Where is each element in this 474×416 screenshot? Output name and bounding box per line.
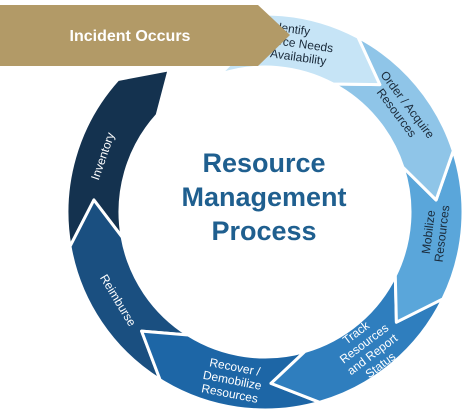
title-line-3: Process <box>211 216 316 246</box>
cycle-step-3-text: MobilizeResources <box>418 203 452 263</box>
cycle-step-3-label: MobilizeResources <box>418 203 453 263</box>
cycle-step-4-segment <box>269 274 445 404</box>
incident-occurs-banner: Incident Occurs <box>0 5 290 66</box>
cycle-step-3-line-2: Resources <box>432 204 453 263</box>
cycle-step-6-segment <box>68 198 190 382</box>
cycle-step-5-segment <box>140 329 322 412</box>
cycle-step-3-segment <box>393 149 465 324</box>
cycle-step-2-segment <box>331 35 455 202</box>
incident-occurs-label: Incident Occurs <box>70 28 191 45</box>
title-line-1: Resource <box>202 148 325 178</box>
incident-occurs-arrow <box>0 5 290 66</box>
title-line-2: Management <box>181 182 346 212</box>
diagram-title: Resource Management Process <box>181 148 346 246</box>
cycle-step-3-line-1: Mobilize <box>419 209 438 255</box>
